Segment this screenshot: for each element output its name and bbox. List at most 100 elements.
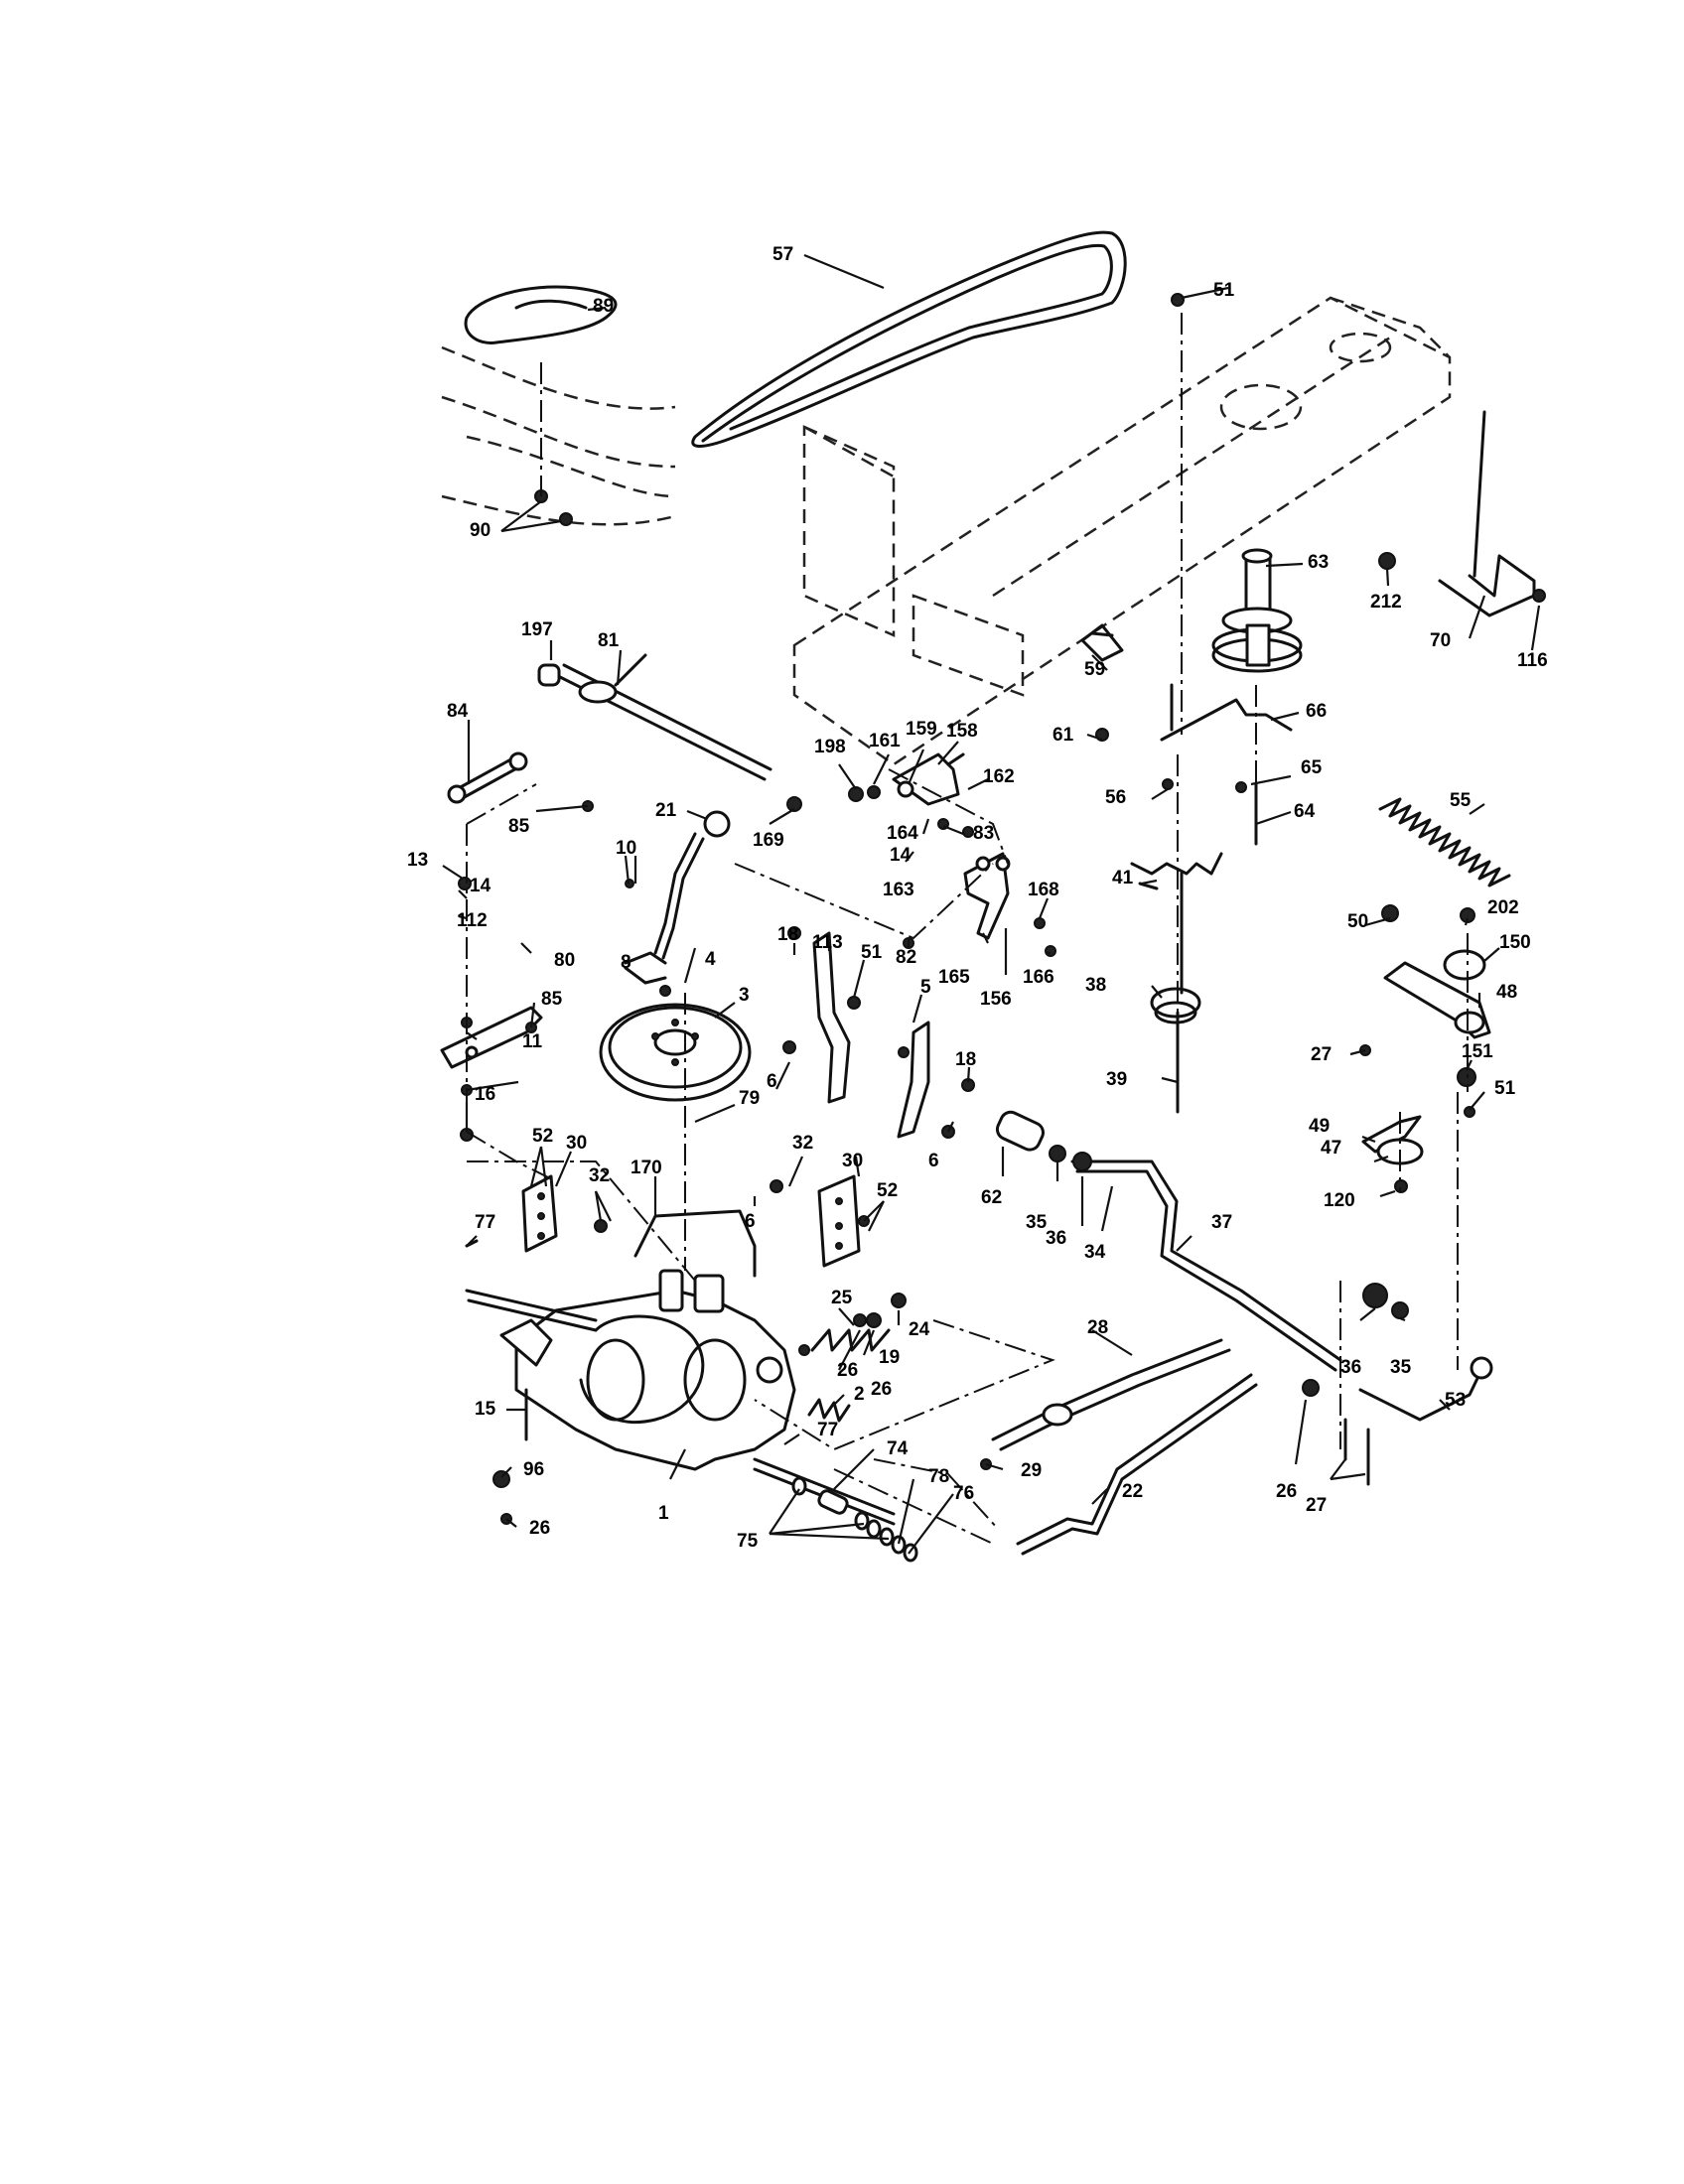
callout-24: 24	[909, 1319, 930, 1340]
callout-55: 55	[1450, 790, 1472, 811]
callout-77: 77	[817, 1420, 838, 1440]
part-59-clip	[1080, 623, 1124, 662]
callout-35: 35	[1026, 1212, 1048, 1233]
callout-76: 76	[953, 1483, 974, 1504]
callout-89: 89	[593, 296, 614, 317]
callout-59: 59	[1084, 659, 1105, 680]
callout-27: 27	[1306, 1495, 1327, 1516]
callout-1: 1	[658, 1503, 669, 1524]
callout-62: 62	[981, 1187, 1002, 1208]
part-165-bracket	[963, 852, 1011, 940]
callout-26: 26	[1276, 1481, 1297, 1502]
part-75-washers	[791, 1476, 918, 1563]
part-70-bracket	[1438, 410, 1536, 617]
callout-37: 37	[1211, 1212, 1232, 1233]
callout-13: 13	[407, 850, 428, 871]
callout-75: 75	[737, 1531, 759, 1552]
callout-11: 11	[522, 1031, 543, 1052]
callout-78: 78	[928, 1466, 949, 1487]
part-38-pulley	[1150, 987, 1201, 1024]
part-1-transaxle	[465, 1269, 896, 1526]
part-62-spacer	[995, 1110, 1045, 1152]
part-25-spring	[810, 1328, 891, 1352]
callout-151: 151	[1462, 1041, 1493, 1062]
callout-169: 169	[753, 830, 784, 851]
callout-165: 165	[938, 967, 970, 988]
callout-numbers: 57 89 51 90 63 212 70 116 197 81 59 66 6…	[407, 244, 1548, 1552]
callout-32: 32	[792, 1133, 813, 1154]
callout-84: 84	[447, 701, 469, 722]
callout-48: 48	[1496, 982, 1517, 1003]
part-55-spring	[1378, 797, 1511, 887]
part-57-drive-belt	[691, 230, 1127, 448]
callout-14: 14	[890, 845, 912, 866]
callout-66: 66	[1306, 701, 1327, 722]
callout-26: 26	[871, 1379, 892, 1400]
part-89-seat-plate	[464, 285, 618, 344]
part-81-control-shaft	[537, 653, 772, 781]
callout-8: 8	[621, 952, 632, 973]
callout-170: 170	[631, 1158, 662, 1178]
callout-15: 15	[475, 1399, 496, 1420]
callout-3: 3	[739, 985, 750, 1006]
callout-65: 65	[1301, 757, 1323, 778]
callout-10: 10	[616, 838, 636, 859]
part-170-linkage	[633, 1209, 757, 1278]
callout-49: 49	[1309, 1116, 1330, 1137]
callout-39: 39	[1106, 1069, 1127, 1090]
callout-26: 26	[837, 1360, 858, 1381]
callout-32: 32	[589, 1165, 610, 1186]
callout-51: 51	[861, 942, 883, 963]
callout-22: 22	[1122, 1481, 1143, 1502]
callout-leaders	[442, 253, 1541, 1555]
callout-14: 14	[470, 876, 491, 896]
callout-79: 79	[739, 1088, 760, 1109]
callout-161: 161	[869, 731, 901, 751]
callout-85: 85	[541, 989, 563, 1010]
callout-82: 82	[896, 947, 916, 968]
callout-198: 198	[814, 737, 846, 757]
part-63-spindle	[1211, 548, 1303, 673]
callout-112: 112	[457, 910, 488, 931]
callout-159: 159	[906, 719, 937, 740]
part-30-bracket-left	[521, 1174, 558, 1253]
callout-52: 52	[532, 1126, 553, 1147]
callout-120: 120	[1324, 1190, 1355, 1211]
callout-197: 197	[521, 619, 553, 640]
callout-116: 116	[1517, 650, 1548, 671]
callout-6: 6	[928, 1151, 939, 1171]
callout-85: 85	[508, 816, 530, 837]
callout-158: 158	[946, 721, 978, 742]
callout-53: 53	[1445, 1390, 1466, 1411]
callout-90: 90	[470, 520, 491, 541]
part-158-bracket-assembly	[892, 752, 965, 806]
chassis-frame-outline	[792, 296, 1452, 766]
callout-163: 163	[883, 880, 914, 900]
callout-30: 30	[566, 1133, 587, 1154]
callout-80: 80	[554, 950, 575, 971]
callout-28: 28	[1087, 1317, 1108, 1338]
callout-19: 19	[879, 1347, 900, 1368]
callout-164: 164	[887, 823, 918, 844]
callout-16: 16	[475, 1084, 495, 1105]
part-22-rod	[1016, 1373, 1258, 1556]
callout-63: 63	[1308, 552, 1329, 573]
callout-36: 36	[1340, 1357, 1361, 1378]
callout-64: 64	[1294, 801, 1316, 822]
seat-pan-outline	[441, 345, 676, 526]
callout-2: 2	[854, 1384, 865, 1405]
part-28-rod	[991, 1338, 1231, 1451]
assembly-centerlines	[466, 313, 1469, 1545]
callout-61: 61	[1052, 725, 1074, 746]
callout-70: 70	[1430, 630, 1451, 651]
callout-4: 4	[705, 949, 716, 970]
callout-96: 96	[523, 1459, 544, 1480]
callout-202: 202	[1487, 897, 1519, 918]
part-2-spring	[807, 1398, 851, 1423]
part-48-idler-arm	[1383, 961, 1491, 1039]
callout-34: 34	[1084, 1242, 1106, 1263]
callout-166: 166	[1023, 967, 1054, 988]
callout-51: 51	[1494, 1078, 1516, 1099]
callout-5: 5	[920, 977, 931, 998]
